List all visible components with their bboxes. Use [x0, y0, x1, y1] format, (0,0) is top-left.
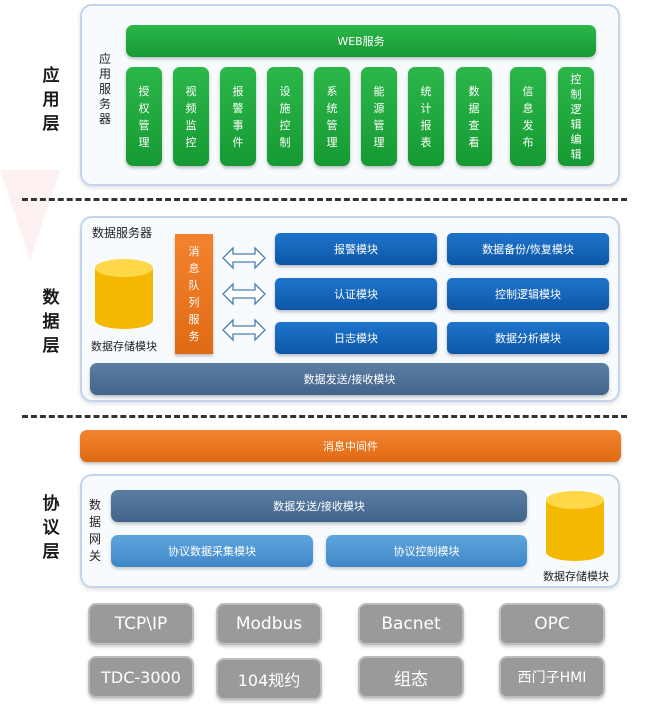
arrow-pair-icon [222, 246, 266, 342]
auth-module: 认证模块 [275, 278, 437, 310]
backup-restore-module: 数据备份/恢复模块 [447, 233, 609, 265]
data-storage-label: 数据存储模块 [91, 340, 157, 353]
app-module-system: 系统管理 [314, 67, 350, 166]
app-module-label: 统计报表 [420, 84, 432, 149]
data-send-receive-bar: 数据发送/接收模块 [90, 363, 609, 395]
app-module-auth: 授权管理 [126, 67, 162, 166]
app-module-publish: 信息发布 [510, 67, 546, 166]
app-module-label: 设施控制 [279, 84, 291, 149]
protocol-bacnet: Bacnet [358, 603, 464, 645]
message-queue-label: 消息队列服务 [188, 245, 200, 343]
watermark-mark [0, 170, 60, 260]
data-analysis-module: 数据分析模块 [447, 322, 609, 354]
app-module-data-view: 数据查看 [456, 67, 492, 166]
protocol-tcpip: TCP\IP [88, 603, 194, 645]
protocol-control-module: 协议控制模块 [326, 535, 527, 567]
gateway-send-receive-bar: 数据发送/接收模块 [111, 490, 527, 522]
web-service-bar: WEB服务 [126, 25, 596, 57]
protocol-siemens-hmi: 西门子HMI [499, 656, 605, 698]
app-module-facility: 设施控制 [267, 67, 303, 166]
protocol-config: 组态 [358, 656, 464, 698]
gateway-storage-cylinder-icon [546, 491, 604, 561]
protocol-opc: OPC [499, 603, 605, 645]
app-module-label: 系统管理 [326, 84, 338, 149]
protocol-collect-module: 协议数据采集模块 [111, 535, 313, 567]
message-middleware-bar: 消息中间件 [80, 430, 621, 462]
protocol-104: 104规约 [216, 658, 322, 700]
app-module-label: 能源管理 [373, 84, 385, 149]
message-queue-service: 消息队列服务 [175, 234, 213, 354]
log-module: 日志模块 [275, 322, 437, 354]
app-module-label: 数据查看 [468, 84, 480, 149]
alarm-module: 报警模块 [275, 233, 437, 265]
layer-label-data: 数据层 [42, 288, 60, 356]
app-server-title: 应用服务器 [98, 52, 111, 126]
data-server-title: 数据服务器 [92, 226, 153, 240]
gateway-title: 数据网关 [88, 498, 101, 563]
layer-label-protocol: 协议层 [42, 494, 60, 562]
app-module-video: 视频监控 [173, 67, 209, 166]
protocol-tdc3000: TDC-3000 [88, 656, 194, 698]
app-module-report: 统计报表 [408, 67, 444, 166]
data-storage-cylinder-icon [95, 259, 153, 329]
layer-label-app: 应用层 [42, 66, 60, 134]
separator-data-protocol [22, 415, 627, 418]
app-module-label: 授权管理 [138, 84, 150, 149]
protocol-modbus: Modbus [216, 603, 322, 645]
app-module-label: 信息发布 [522, 84, 534, 149]
separator-app-data [22, 198, 627, 201]
app-module-label: 控制逻辑编辑 [570, 72, 582, 161]
app-module-logic-edit: 控制逻辑编辑 [558, 67, 594, 166]
app-module-label: 报警事件 [232, 84, 244, 149]
app-module-alarm: 报警事件 [220, 67, 256, 166]
app-module-energy: 能源管理 [361, 67, 397, 166]
app-module-label: 视频监控 [185, 84, 197, 149]
gateway-storage-label: 数据存储模块 [543, 570, 609, 583]
control-logic-module: 控制逻辑模块 [447, 278, 609, 310]
